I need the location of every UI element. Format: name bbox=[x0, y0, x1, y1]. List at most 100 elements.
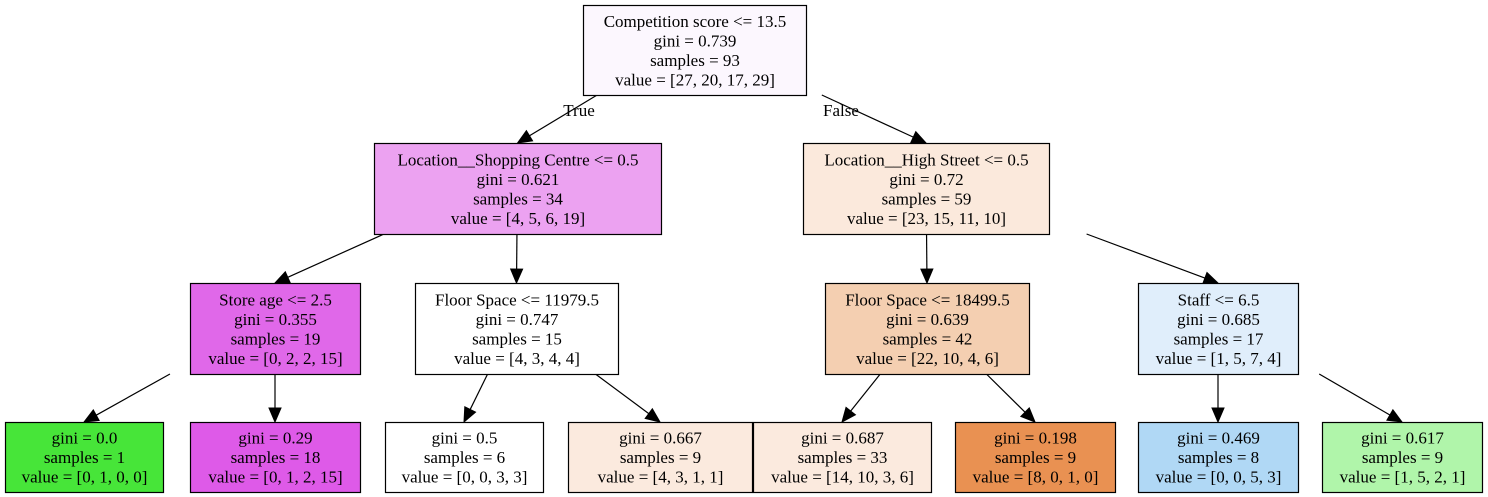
node-line: gini = 0.72 bbox=[889, 170, 963, 189]
node-box bbox=[373, 142, 663, 236]
node-line: gini = 0.667 bbox=[619, 429, 702, 448]
edge-label-left: True bbox=[563, 101, 595, 120]
node-line: samples = 1 bbox=[44, 448, 125, 467]
node-line: value = [8, 0, 1, 0] bbox=[973, 468, 1099, 487]
node-line: value = [4, 3, 4, 4] bbox=[454, 349, 580, 368]
edge-n6-n13 bbox=[1211, 374, 1225, 424]
arrowhead-icon bbox=[841, 406, 857, 423]
arrowhead-icon bbox=[463, 406, 477, 424]
arrowhead-icon bbox=[1202, 271, 1220, 285]
node-line: gini = 0.747 bbox=[476, 310, 559, 329]
node-box bbox=[1321, 421, 1484, 494]
arrowhead-icon bbox=[273, 270, 291, 284]
node-line: samples = 34 bbox=[473, 189, 563, 208]
arrowhead-icon bbox=[1211, 407, 1225, 424]
node-line: samples = 9 bbox=[1362, 448, 1443, 467]
node-box bbox=[954, 421, 1117, 494]
edge-n2-n5 bbox=[920, 233, 934, 285]
node-line: Location__High Street <= 0.5 bbox=[824, 150, 1028, 169]
node-line: value = [27, 20, 17, 29] bbox=[615, 70, 775, 89]
edge-n5-n11 bbox=[841, 373, 881, 423]
node-box bbox=[4, 421, 165, 494]
node-box bbox=[414, 282, 620, 376]
node-line: value = [0, 1, 0, 0] bbox=[22, 468, 148, 487]
edge-n0-n2 bbox=[821, 94, 928, 144]
node-line: value = [0, 2, 2, 15] bbox=[208, 349, 342, 368]
arrowhead-icon bbox=[644, 407, 662, 423]
node-line: samples = 8 bbox=[1178, 448, 1259, 467]
node-line: samples = 19 bbox=[231, 329, 321, 348]
edge-n3-n8 bbox=[268, 374, 282, 424]
arrowhead-icon bbox=[509, 268, 524, 285]
node-line: samples = 6 bbox=[424, 448, 505, 467]
node-line: gini = 0.739 bbox=[654, 31, 737, 50]
node-line: Floor Space <= 11979.5 bbox=[435, 290, 599, 309]
node-line: Location__Shopping Centre <= 0.5 bbox=[397, 150, 638, 169]
node-box bbox=[189, 282, 362, 376]
edge-n4-n10 bbox=[595, 373, 662, 423]
arrowhead-icon bbox=[268, 407, 282, 424]
node-line: samples = 18 bbox=[231, 448, 321, 467]
edge-n3-n7 bbox=[82, 373, 171, 423]
node-line: gini = 0.687 bbox=[801, 429, 884, 448]
node-line: value = [1, 5, 2, 1] bbox=[1340, 468, 1466, 487]
node-box bbox=[752, 421, 933, 494]
node-line: value = [0, 0, 5, 3] bbox=[1156, 468, 1282, 487]
node-box bbox=[1137, 421, 1300, 494]
node-line: Floor Space <= 18499.5 bbox=[845, 290, 1010, 309]
node-box bbox=[824, 282, 1031, 376]
arrowhead-icon bbox=[516, 129, 534, 144]
node-line: gini = 0.469 bbox=[1177, 429, 1260, 448]
node-line: value = [4, 5, 6, 19] bbox=[451, 209, 585, 228]
node-line: value = [1, 5, 7, 4] bbox=[1156, 349, 1282, 368]
node-box bbox=[567, 421, 754, 494]
arrowhead-icon bbox=[82, 409, 100, 423]
node-box bbox=[802, 142, 1051, 236]
arrowhead-icon bbox=[1019, 407, 1036, 423]
node-line: samples = 9 bbox=[995, 448, 1076, 467]
node-line: value = [22, 10, 4, 6] bbox=[856, 349, 999, 368]
node-line: samples = 59 bbox=[882, 189, 972, 208]
node-line: gini = 0.617 bbox=[1361, 429, 1444, 448]
node-line: value = [23, 15, 11, 10] bbox=[847, 209, 1006, 228]
node-line: samples = 93 bbox=[650, 51, 740, 70]
node-line: value = [14, 10, 3, 6] bbox=[771, 468, 914, 487]
edge-n0-n1 bbox=[516, 94, 598, 144]
node-line: Store age <= 2.5 bbox=[219, 290, 332, 309]
node-line: value = [0, 0, 3, 3] bbox=[402, 468, 528, 487]
edge-n1-n4 bbox=[509, 233, 524, 285]
edge-n2-n6 bbox=[1086, 233, 1220, 285]
node-line: gini = 0.355 bbox=[234, 310, 317, 329]
edge-label-right: False bbox=[823, 101, 859, 120]
node-line: gini = 0.29 bbox=[238, 429, 312, 448]
edge-n4-n9 bbox=[463, 373, 489, 424]
node-line: samples = 42 bbox=[883, 329, 973, 348]
edge-n5-n12 bbox=[985, 373, 1036, 423]
node-line: value = [4, 3, 1, 1] bbox=[598, 468, 724, 487]
node-line: value = [0, 1, 2, 15] bbox=[208, 468, 342, 487]
node-line: samples = 9 bbox=[620, 448, 701, 467]
node-line: gini = 0.5 bbox=[432, 429, 498, 448]
node-line: samples = 17 bbox=[1174, 329, 1264, 348]
node-line: gini = 0.685 bbox=[1177, 310, 1260, 329]
node-line: Staff <= 6.5 bbox=[1178, 290, 1260, 309]
edge-n6-n14 bbox=[1318, 373, 1404, 423]
node-box bbox=[582, 4, 808, 97]
node-line: samples = 33 bbox=[798, 448, 888, 467]
